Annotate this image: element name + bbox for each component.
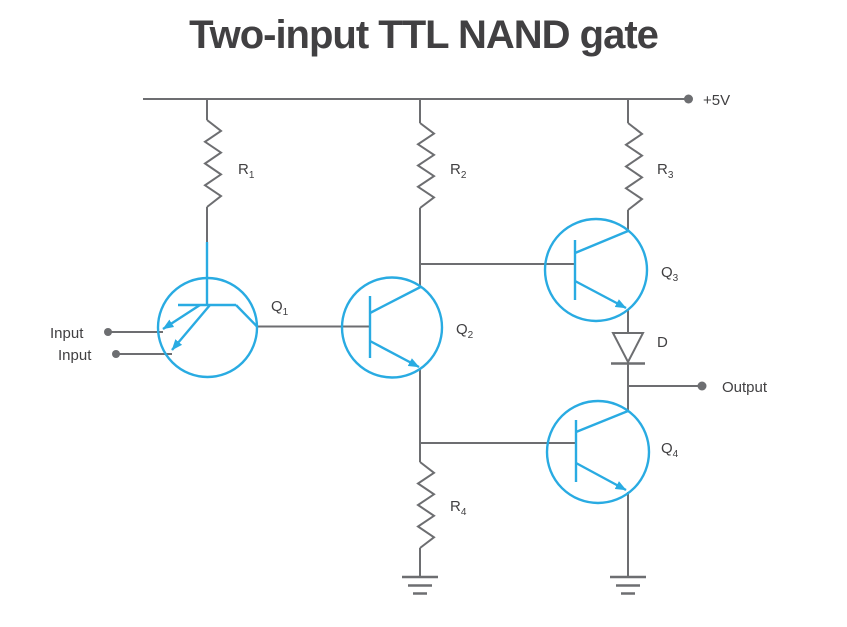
resistor-r4-label: R4 bbox=[450, 498, 467, 518]
q2-collector bbox=[369, 285, 422, 315]
q1-emitter-2 bbox=[171, 304, 211, 351]
q1-emitter-1 bbox=[162, 303, 201, 331]
q2-label-sub: 2 bbox=[468, 330, 474, 341]
q1-label-sub: 1 bbox=[283, 307, 289, 318]
q1-label-base: Q bbox=[271, 298, 283, 315]
input-1-label: Input bbox=[50, 325, 84, 342]
q4-collector bbox=[575, 409, 629, 434]
resistor-r3 bbox=[624, 122, 644, 211]
transistor-q3 bbox=[543, 217, 649, 323]
supply-terminal-dot bbox=[684, 94, 693, 104]
resistor-r3-label: R3 bbox=[657, 161, 674, 181]
r2-label-sub: 2 bbox=[461, 170, 467, 181]
transistor-q3-label: Q3 bbox=[661, 264, 679, 284]
input-2-label: Input bbox=[58, 347, 92, 364]
ground-symbol-right bbox=[610, 575, 646, 595]
q4-label-base: Q bbox=[661, 440, 673, 457]
q4-circle bbox=[545, 399, 651, 505]
input-2-terminal-dot bbox=[112, 350, 120, 358]
resistor-r4 bbox=[416, 461, 436, 549]
q3-collector bbox=[574, 229, 629, 255]
transistor-q2-label: Q2 bbox=[456, 321, 474, 341]
r4-label-base: R bbox=[450, 498, 461, 515]
transistor-q4-label: Q4 bbox=[661, 440, 679, 460]
resistor-r2-label: R2 bbox=[450, 161, 467, 181]
output-label: Output bbox=[722, 379, 768, 396]
r2-label-base: R bbox=[450, 161, 461, 178]
wires bbox=[108, 98, 700, 576]
diagram-title: Two-input TTL NAND gate bbox=[189, 13, 659, 57]
q4-emitter bbox=[575, 461, 627, 492]
resistor-r1 bbox=[203, 119, 223, 208]
q3-circle bbox=[543, 217, 649, 323]
diode-triangle bbox=[611, 332, 645, 365]
r1-label-sub: 1 bbox=[249, 170, 255, 181]
output-terminal-dot bbox=[697, 381, 707, 391]
r4-label-sub: 4 bbox=[461, 507, 467, 518]
q2-emitter bbox=[369, 339, 420, 369]
transistor-q1 bbox=[156, 242, 259, 379]
diode-d bbox=[611, 332, 645, 365]
q2-label-base: Q bbox=[456, 321, 468, 338]
r3-label-base: R bbox=[657, 161, 668, 178]
transistor-q4 bbox=[545, 399, 651, 505]
q3-label-sub: 3 bbox=[673, 273, 679, 284]
q3-label-base: Q bbox=[661, 264, 673, 281]
supply-label: +5V bbox=[703, 92, 730, 109]
ground-symbol-left bbox=[402, 575, 438, 595]
resistor-r2 bbox=[416, 122, 436, 209]
r1-label-base: R bbox=[238, 161, 249, 178]
input-1-terminal-dot bbox=[104, 328, 112, 336]
q1-collector bbox=[235, 304, 258, 328]
resistor-r1-label: R1 bbox=[238, 161, 255, 181]
diode-d-label: D bbox=[657, 334, 668, 351]
transistor-q1-label: Q1 bbox=[271, 298, 289, 318]
q3-emitter bbox=[574, 279, 627, 310]
r3-label-sub: 3 bbox=[668, 170, 674, 181]
q4-label-sub: 4 bbox=[673, 449, 679, 460]
transistor-q2 bbox=[340, 276, 444, 379]
q2-circle bbox=[340, 276, 444, 379]
